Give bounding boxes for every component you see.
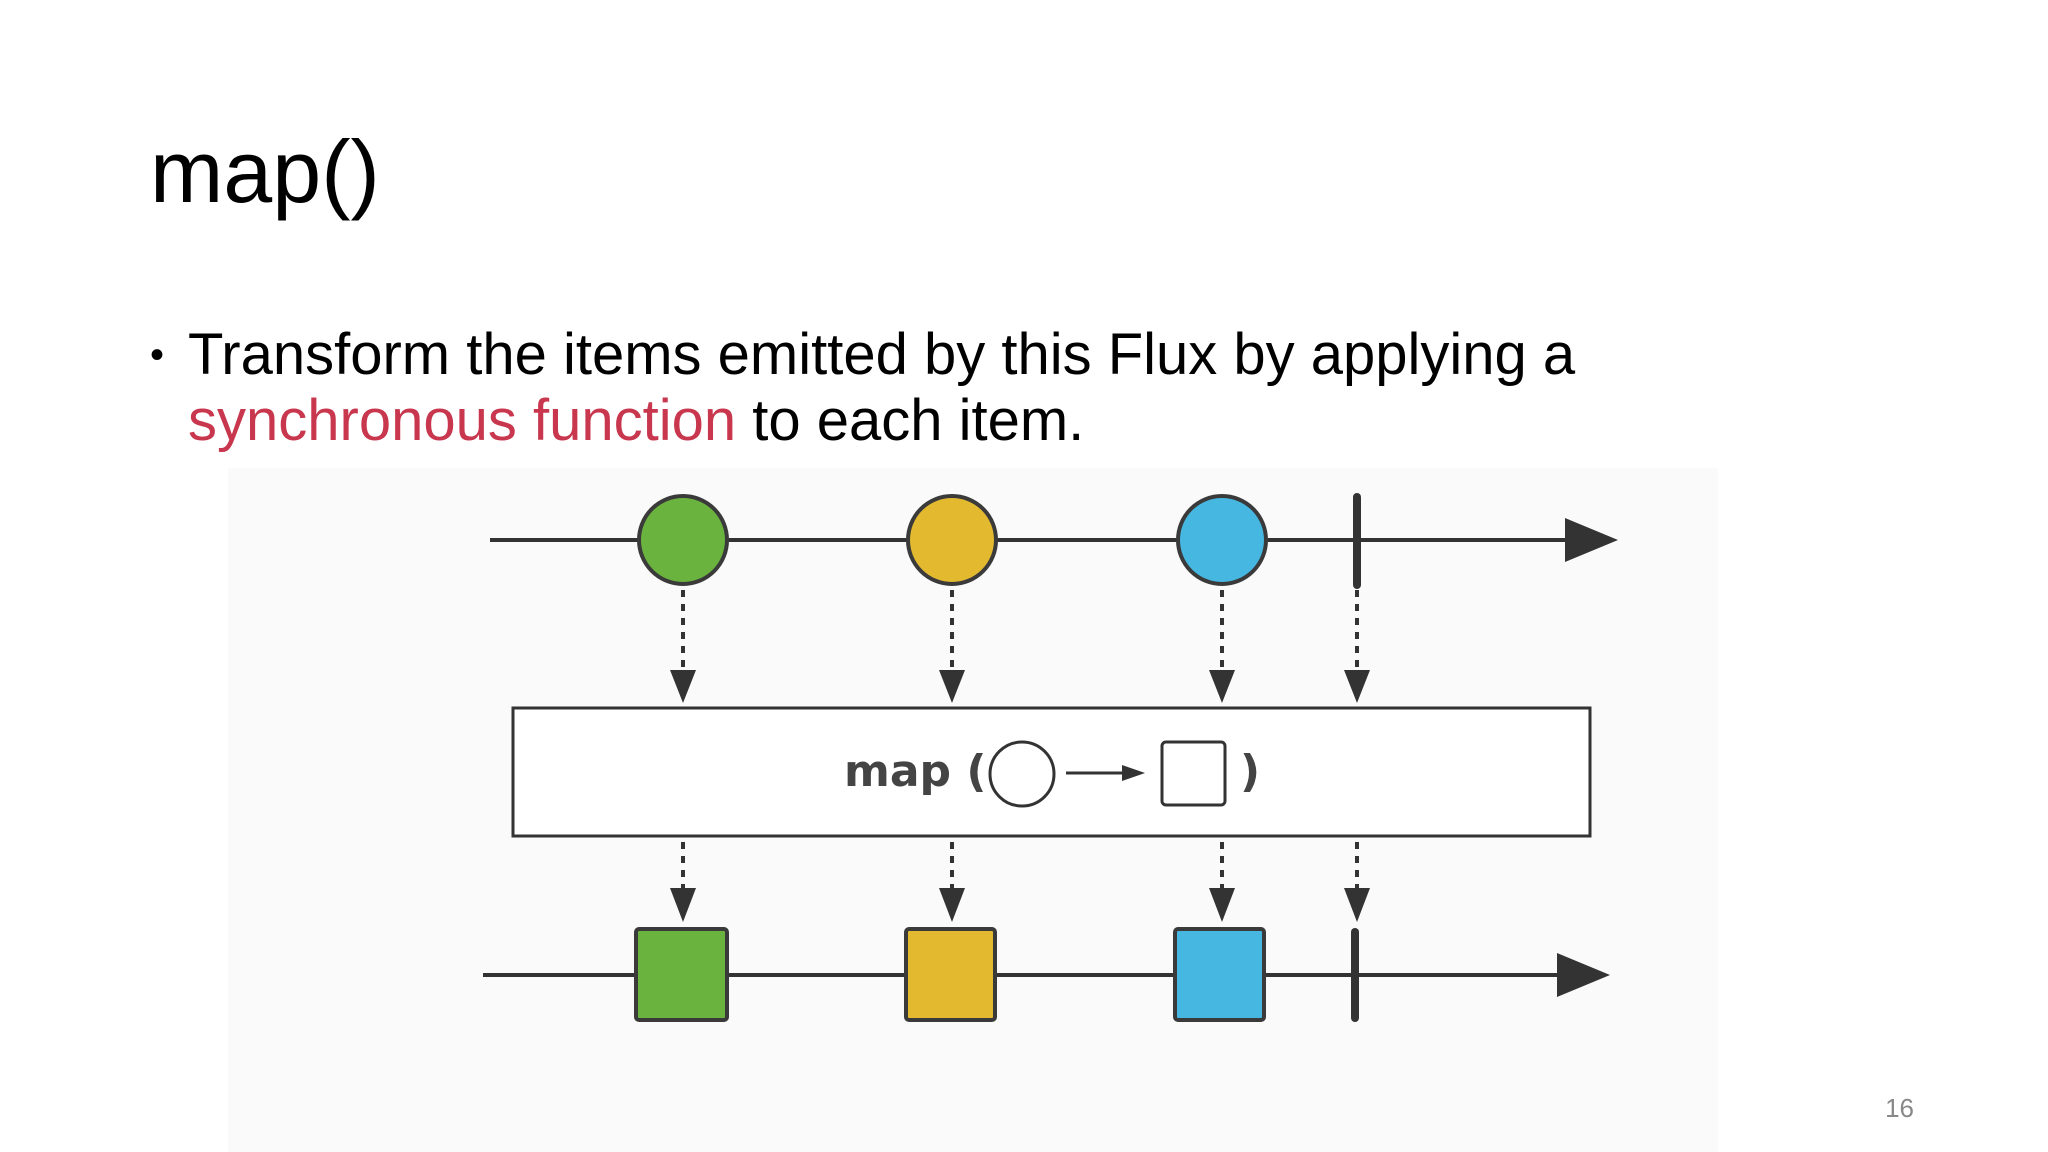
- input-arrows: [670, 590, 1370, 703]
- result-item-blue: [1173, 927, 1266, 1022]
- result-timeline-arrowhead: [1557, 953, 1610, 997]
- source-timeline-arrowhead: [1565, 518, 1618, 562]
- source-item-blue: [1176, 494, 1268, 586]
- result-item-green: [634, 927, 729, 1022]
- source-item-yellow: [906, 494, 998, 586]
- result-timeline: [483, 927, 1610, 1022]
- operator-label: map (: [844, 746, 986, 797]
- operator-output-square-icon: [1160, 740, 1227, 807]
- bullet-highlight: synchronous function: [188, 388, 737, 453]
- bullet-item: • Transform the items emitted by this Fl…: [150, 322, 1710, 454]
- page-number: 16: [1885, 1093, 1914, 1123]
- output-arrowhead-1: [670, 888, 696, 922]
- operator-transform-arrowhead: [1122, 765, 1145, 781]
- bullet-text: Transform the items emitted by this Flux…: [188, 322, 1710, 454]
- output-arrowhead-2: [939, 888, 965, 922]
- operator-input-circle-icon: [988, 740, 1056, 808]
- source-timeline: [490, 493, 1618, 589]
- input-arrowhead-3: [1209, 670, 1235, 703]
- bullet-text-after: to each item.: [736, 388, 1085, 453]
- input-arrowhead-4: [1344, 670, 1370, 703]
- output-arrowhead-4: [1344, 888, 1370, 922]
- bullet-dot-icon: •: [150, 333, 165, 377]
- result-item-yellow: [904, 927, 997, 1022]
- output-arrows: [670, 842, 1370, 922]
- source-item-green: [637, 494, 729, 586]
- input-arrowhead-1: [670, 670, 696, 703]
- bullet-text-before: Transform the items emitted by this Flux…: [188, 322, 1576, 387]
- slide-title: map(): [150, 122, 380, 221]
- operator-close-paren: ): [1240, 746, 1260, 797]
- output-arrowhead-3: [1209, 888, 1235, 922]
- input-arrowhead-2: [939, 670, 965, 703]
- operator-box: map ( ): [511, 706, 1592, 838]
